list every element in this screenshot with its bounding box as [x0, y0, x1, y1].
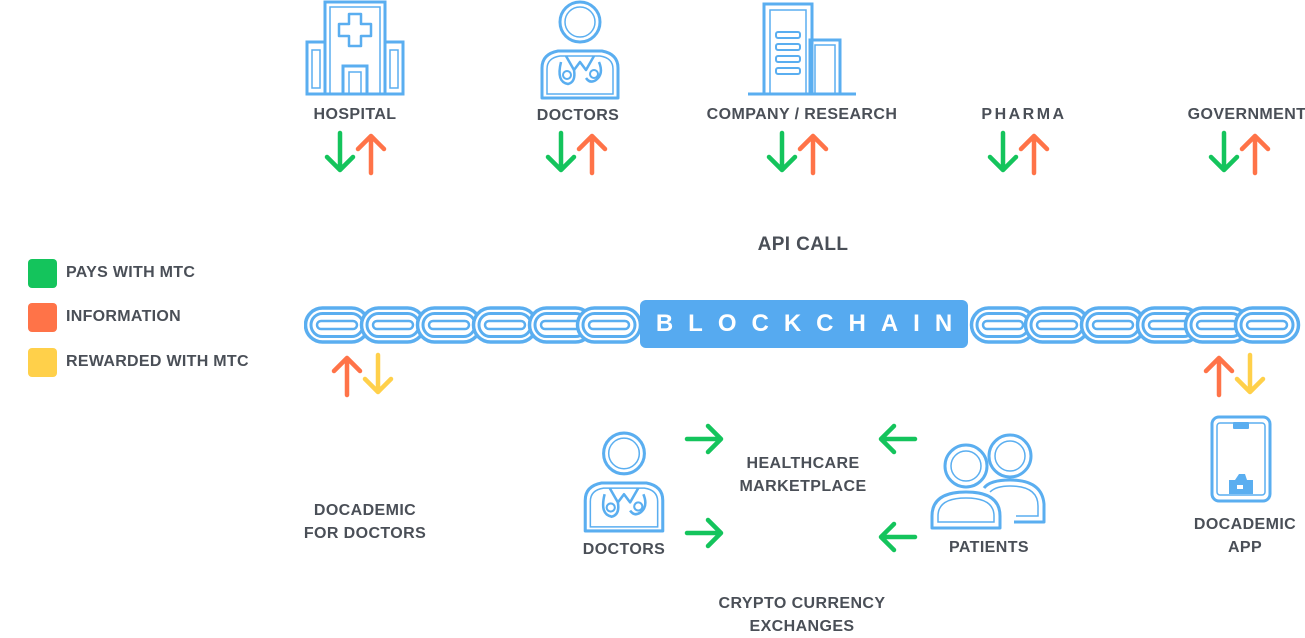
- patients-label: PATIENTS: [949, 539, 1029, 556]
- docademic-for-doctors-line2: FOR DOCTORS: [303, 525, 427, 542]
- pharma-label: PHARMA: [981, 106, 1067, 123]
- legend-swatch-orange: [28, 302, 57, 332]
- blockchain-label: BLOCKCHAIN: [655, 310, 968, 337]
- hospital-label: HOSPITAL: [313, 106, 397, 123]
- blockchain-band: BLOCKCHAIN: [640, 300, 968, 348]
- marketplace-line2: MARKETPLACE: [739, 478, 867, 495]
- doctor-icon: [580, 431, 668, 533]
- doctors-arrows: [545, 130, 609, 176]
- legend-swatch-yellow: [28, 347, 57, 377]
- chain-left: [303, 302, 644, 353]
- docademic-app-line1: DOCADEMIC: [1193, 516, 1297, 533]
- crypto-exchanges-label: CRYPTO CURRENCY EXCHANGES: [702, 592, 902, 638]
- docademic-for-doctors-label: DOCADEMIC FOR DOCTORS: [290, 499, 440, 545]
- exchanges-line1: CRYPTO CURRENCY: [718, 595, 886, 612]
- pharma-arrows: [987, 130, 1051, 176]
- docademic-doctors-arrows: [331, 352, 395, 398]
- legend-label: PAYS WITH MTC: [66, 264, 196, 281]
- doctors-label: DOCTORS: [536, 107, 620, 124]
- phone-icon: [1209, 414, 1273, 504]
- legend-label: REWARDED WITH MTC: [66, 353, 249, 370]
- legend-pays: PAYS WITH MTC: [28, 258, 195, 288]
- docademic-app-label: DOCADEMIC APP: [1180, 513, 1305, 559]
- legend-label: INFORMATION: [66, 308, 181, 325]
- doctor-icon: [538, 0, 622, 100]
- legend-information: INFORMATION: [28, 302, 181, 332]
- legend-swatch-green: [28, 258, 57, 288]
- docademic-app-arrows: [1203, 352, 1267, 398]
- bottom-doctors-label: DOCTORS: [582, 541, 666, 558]
- api-call-label: API CALL: [757, 234, 849, 255]
- patients-icon: [930, 432, 1048, 532]
- patients-to-marketplace-bottom-arrow: [878, 521, 920, 558]
- marketplace-line1: HEALTHCARE: [746, 455, 860, 472]
- chain-right: [968, 302, 1303, 353]
- docademic-for-doctors-line1: DOCADEMIC: [313, 502, 417, 519]
- exchanges-line2: EXCHANGES: [749, 618, 855, 635]
- building-icon: [748, 2, 858, 96]
- doctor-to-marketplace-bottom-arrow: [684, 517, 726, 554]
- hospital-icon: [305, 0, 405, 96]
- legend-rewarded: REWARDED WITH MTC: [28, 347, 249, 377]
- hospital-arrows: [324, 130, 388, 176]
- company-research-label: COMPANY / RESEARCH: [706, 106, 898, 123]
- docademic-app-line2: APP: [1227, 539, 1263, 556]
- government-label: GOVERNMENT: [1187, 106, 1305, 123]
- healthcare-marketplace-label: HEALTHCARE MARKETPLACE: [718, 452, 888, 498]
- company-arrows: [766, 130, 830, 176]
- government-arrows: [1208, 130, 1272, 176]
